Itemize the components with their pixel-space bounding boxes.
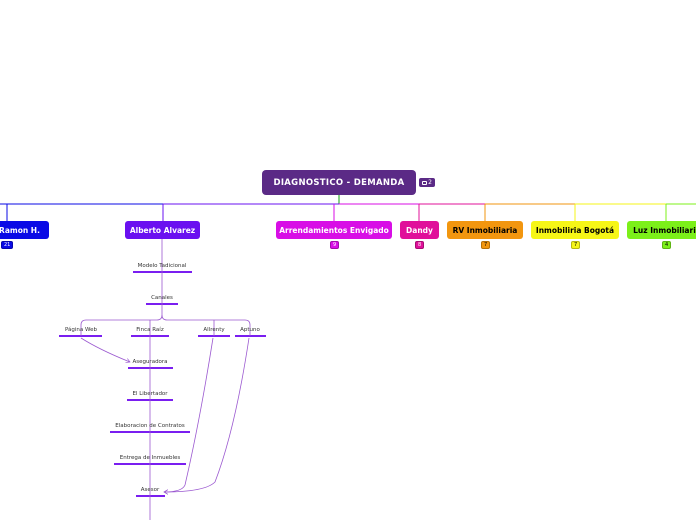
subtopic-aptuno[interactable]: Aptuno xyxy=(240,327,260,333)
branch-alberto-alvarez[interactable]: Alberto Alvarez xyxy=(125,221,200,239)
branch-count-badge: 7 xyxy=(571,241,581,249)
subtopic-finca-raiz[interactable]: Finca Raíz xyxy=(136,327,164,333)
branch-count-badge: 8 xyxy=(415,241,425,249)
branch-label: RV Inmobiliaria xyxy=(452,225,518,235)
comment-icon xyxy=(422,180,428,185)
subtopic-entrega-inmuebles[interactable]: Entrega de Inmuebles xyxy=(119,455,181,461)
branch-count-badge: 21 xyxy=(1,241,14,249)
subtopic-aseguradora[interactable]: Aseguradora xyxy=(132,359,168,365)
branch-count-badge: 9 xyxy=(330,241,340,249)
branch-label: Dandy xyxy=(406,225,433,235)
subtopic-asesor[interactable]: Asesor xyxy=(140,487,160,493)
branch-arrendamientos-envigado[interactable]: Arrendamientos Envigado xyxy=(276,221,392,239)
relation-arrow xyxy=(164,337,250,492)
subtopic-el-libertador[interactable]: El Libertador xyxy=(132,391,168,397)
relation-arrow xyxy=(164,337,214,492)
subtopic-allrenty[interactable]: Allrenty xyxy=(203,327,225,333)
branch-label: Arrendamientos Envigado xyxy=(279,225,389,235)
branch-count-badge: 7 xyxy=(481,241,491,249)
branch-ramon-h[interactable]: Ramon H. xyxy=(0,221,49,239)
tree-line xyxy=(80,304,163,336)
root-topic-label: DIAGNOSTICO - DEMANDA xyxy=(273,177,405,188)
root-topic[interactable]: DIAGNOSTICO - DEMANDA xyxy=(262,170,416,195)
branch-dandy[interactable]: Dandy xyxy=(400,221,439,239)
branch-luz-inmobiliaria[interactable]: Luz Inmobiliaria xyxy=(627,221,696,239)
branch-label: Alberto Alvarez xyxy=(129,225,196,235)
branch-label: Luz Inmobiliaria xyxy=(633,225,696,235)
subtopic-modelo-tradicional[interactable]: Modelo Tadicional xyxy=(137,263,187,269)
subtopic-elaboracion-contratos[interactable]: Elaboracion de Contratos xyxy=(115,423,185,429)
branch-rv-inmobiliaria[interactable]: RV Inmobiliaria xyxy=(447,221,523,239)
branch-label: Inmobiliria Bogotá xyxy=(535,225,615,235)
relation-arrow xyxy=(80,337,130,362)
comment-badge[interactable]: 2 xyxy=(419,178,435,187)
comment-count: 2 xyxy=(428,179,432,186)
branch-count-badge: 4 xyxy=(662,241,672,249)
subtopic-canales[interactable]: Canales xyxy=(151,295,173,301)
tree-line xyxy=(161,314,251,336)
branch-label: Ramon H. xyxy=(0,225,40,235)
branch-inmobiliria-bogota[interactable]: Inmobiliria Bogotá xyxy=(531,221,619,239)
subtopic-pagina-web[interactable]: Página Web xyxy=(64,327,98,333)
